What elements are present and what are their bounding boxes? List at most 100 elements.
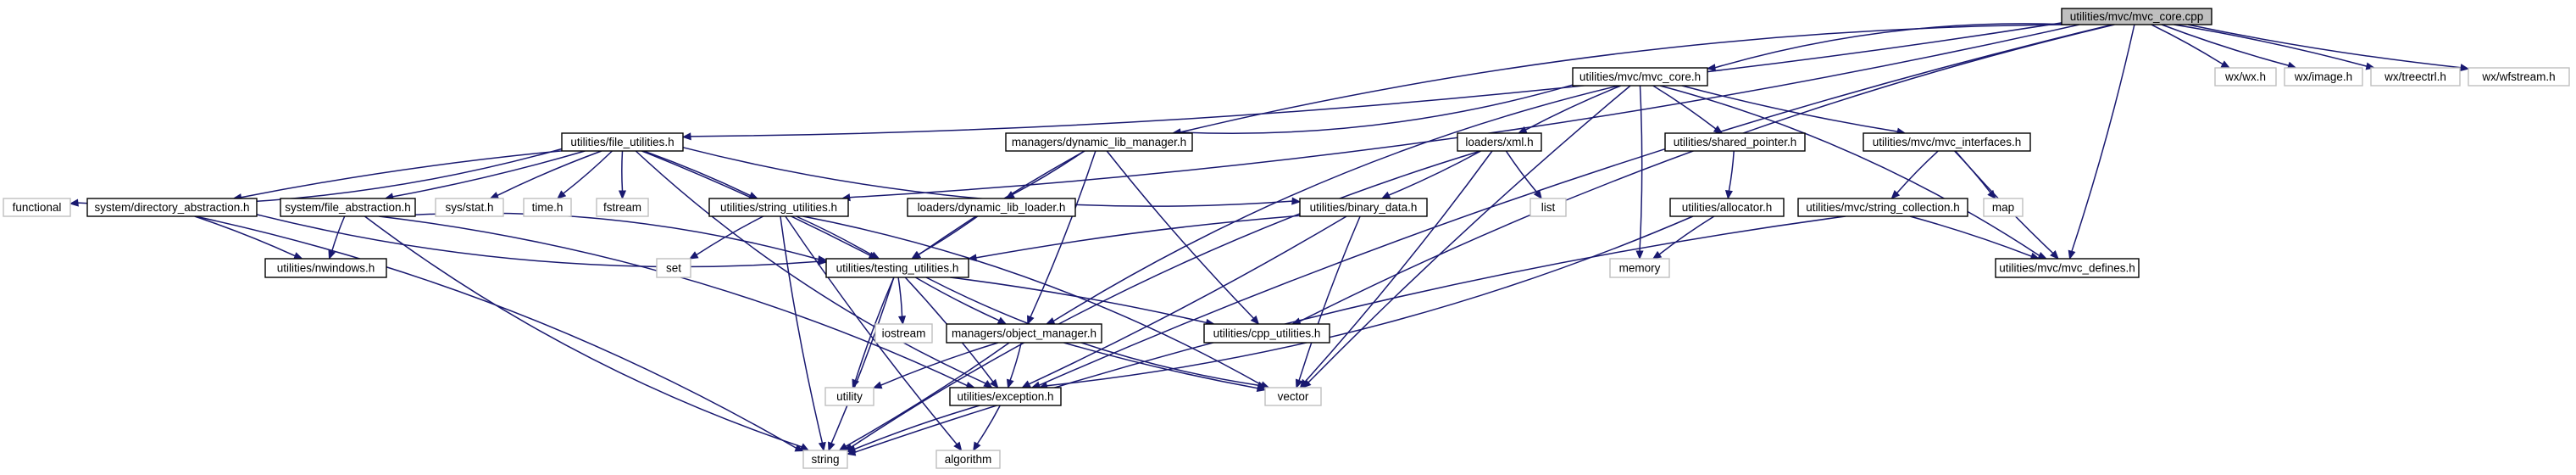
node-box [656, 258, 691, 278]
edge-arrowhead [688, 251, 699, 260]
edge-object_manager-to-exception [1006, 342, 1022, 389]
node-file-utilities[interactable]: utilities/file_utilities.h [561, 132, 684, 152]
node-box [2061, 8, 2212, 25]
edge-file_utilities-to-file_abstraction [384, 150, 586, 201]
node-string-collection[interactable]: utilities/mvc/string_collection.h [1797, 198, 1968, 217]
node-label: utilities/file_utilities.h [570, 136, 674, 148]
edge-line [1681, 85, 1898, 132]
node-binary-data[interactable]: utilities/binary_data.h [1299, 198, 1428, 217]
edge-line [241, 150, 563, 198]
edge-line [897, 277, 903, 317]
node-algorithm: algorithm [935, 450, 1001, 469]
node-label: utilities/mvc/mvc_interfaces.h [1873, 136, 2022, 148]
edge-string_utilities-to-algorithm [785, 215, 963, 452]
node-file-abstraction[interactable]: system/file_abstraction.h [280, 198, 416, 217]
node-box [2370, 67, 2461, 87]
node-root[interactable]: utilities/mvc/mvc_core.cpp [2061, 8, 2212, 25]
edge-dyn_lib_loader-to-testing_utilities [910, 215, 979, 260]
node-box [280, 198, 416, 217]
node-label: wx/image.h [2294, 70, 2352, 83]
edge-line [2161, 24, 2290, 66]
node-box [1530, 198, 1567, 217]
edge-arrowhead [69, 198, 79, 207]
edge-file_utilities-to-binary_data [682, 147, 1302, 207]
node-box [708, 198, 849, 217]
node-mvc-interfaces[interactable]: utilities/mvc/mvc_interfaces.h [1863, 132, 2031, 152]
node-nwindows[interactable]: utilities/nwindows.h [264, 258, 387, 278]
node-label: utilities/nwindows.h [277, 262, 375, 275]
edge-line [851, 150, 1481, 448]
edge-line [976, 405, 1001, 444]
node-object-manager[interactable]: managers/object_manager.h [946, 323, 1102, 344]
node-label: algorithm [945, 453, 992, 466]
node-dyn-lib-loader[interactable]: loaders/dynamic_lib_loader.h [907, 198, 1076, 217]
edge-line [497, 150, 602, 197]
node-map: map [1983, 198, 2024, 217]
edge-xml-to-binary_data [1380, 150, 1481, 199]
node-exception[interactable]: utilities/exception.h [949, 387, 1062, 406]
node-label: map [1992, 201, 2014, 214]
edge-line [830, 277, 895, 444]
edge-line [621, 150, 624, 192]
node-box [1995, 258, 2140, 278]
node-label: wx/wx.h [2224, 70, 2266, 83]
node-xml[interactable]: loaders/xml.h [1457, 132, 1542, 152]
edge-line [643, 150, 751, 197]
node-dyn-lib-mgr[interactable]: managers/dynamic_lib_manager.h [1005, 132, 1193, 152]
node-wx-wx: wx/wx.h [2214, 67, 2277, 87]
node-layer: utilities/mvc/mvc_core.cpp utilities/mvc/… [3, 8, 2570, 469]
node-allocator[interactable]: utilities/allocator.h [1669, 198, 1785, 217]
edge-arrowhead [1299, 378, 1309, 388]
node-box [1797, 198, 1968, 217]
node-mvc-defines[interactable]: utilities/mvc/mvc_defines.h [1995, 258, 2140, 278]
node-iostream: iostream [874, 323, 933, 344]
edge-line [1029, 215, 1347, 385]
node-label: fstream [603, 201, 641, 214]
edge-mvc_core_h-to-xml [1517, 85, 1622, 134]
edge-file_utilities-to-functional [69, 148, 563, 207]
edge-line [1180, 84, 1574, 134]
node-shared-pointer[interactable]: utilities/shared_pointer.h [1664, 132, 1806, 152]
edge-line [2071, 24, 2135, 252]
edge-root-to-mvc_core_h [1706, 23, 2071, 72]
node-box [1609, 258, 1670, 278]
edge-object_manager-to-utility [872, 342, 999, 389]
edge-arrowhead [1006, 378, 1014, 389]
edge-arrowhead [872, 381, 883, 389]
edge-line [1388, 150, 1481, 196]
edge-dyn_lib_mgr-to-cpp_utilities [1106, 150, 1260, 325]
node-testing-utilities[interactable]: utilities/testing_utilities.h [825, 258, 969, 278]
node-memory: memory [1609, 258, 1670, 278]
node-label: utilities/mvc/mvc_core.cpp [2070, 10, 2204, 23]
edge-line [918, 215, 979, 255]
node-time-h: time.h [523, 198, 572, 217]
edge-line [2174, 24, 2368, 67]
node-label: list [1541, 201, 1556, 214]
edge-line [690, 22, 2062, 137]
edge-arrowhead [990, 378, 999, 388]
node-box [907, 198, 1076, 217]
edge-line [785, 215, 958, 445]
node-box [935, 450, 1001, 469]
edge-arrowhead [983, 379, 993, 388]
edge-root-to-string_utilities [841, 24, 2080, 202]
node-dir-abstraction[interactable]: system/directory_abstraction.h [86, 198, 258, 217]
node-cpp-utilities[interactable]: utilities/cpp_utilities.h [1203, 323, 1330, 344]
edge-root-to-wx_wfstream [2187, 24, 2470, 72]
node-label: utilities/binary_data.h [1310, 201, 1418, 214]
edge-line [780, 215, 824, 444]
node-box [825, 258, 969, 278]
edge-arrowhead [1295, 378, 1303, 389]
edge-arrowhead [2068, 249, 2076, 260]
node-string-utilities[interactable]: utilities/string_utilities.h [708, 198, 849, 217]
edge-line [1652, 85, 1717, 130]
edge-arrowhead [910, 251, 921, 260]
edge-line [1954, 150, 1991, 193]
edge-line [796, 215, 873, 256]
edge-binary_data-to-vector [1295, 215, 1361, 389]
edge-dir_abstraction-to-string [195, 215, 805, 452]
edge-line [330, 215, 346, 252]
node-mvc-core-h[interactable]: utilities/mvc/mvc_core.h [1572, 67, 1708, 87]
node-box [1863, 132, 2031, 152]
